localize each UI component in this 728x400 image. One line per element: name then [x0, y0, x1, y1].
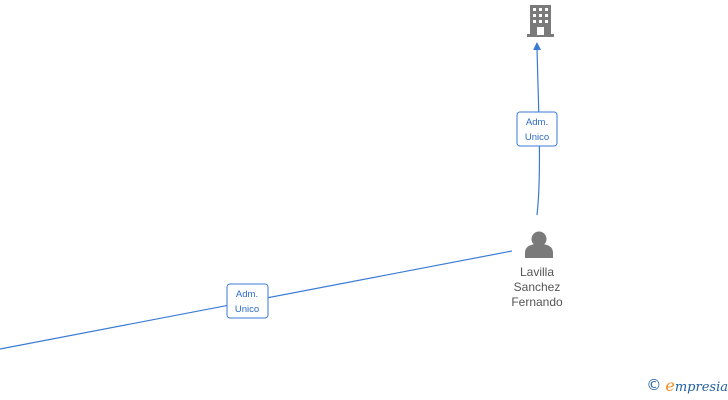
person-icon[interactable]: [525, 231, 553, 259]
edge-offscreen-person[interactable]: Adm. Unico: [0, 250, 513, 350]
edge-person-company[interactable]: Adm. Unico: [516, 42, 558, 216]
edge-label-line-1: Adm.: [526, 117, 548, 128]
edge-label-line-1: Adm.: [236, 289, 258, 300]
person-name-line-2[interactable]: Sanchez: [514, 280, 561, 294]
edge-label-box[interactable]: [516, 111, 558, 147]
company-node[interactable]: [527, 5, 554, 37]
copyright-symbol: ©: [646, 376, 662, 394]
person-node[interactable]: Lavilla Sanchez Fernando: [511, 231, 563, 310]
brand-watermark: © empresia: [646, 374, 728, 396]
person-name-line-1[interactable]: Lavilla: [520, 265, 554, 279]
building-icon[interactable]: [527, 5, 554, 37]
edge-label-line-2: Unico: [525, 132, 549, 143]
edge-label-line-2: Unico: [235, 304, 259, 315]
person-name-line-3[interactable]: Fernando: [511, 295, 563, 309]
edge-label-box[interactable]: [226, 283, 269, 319]
empresia-logo: empresia: [665, 375, 728, 395]
